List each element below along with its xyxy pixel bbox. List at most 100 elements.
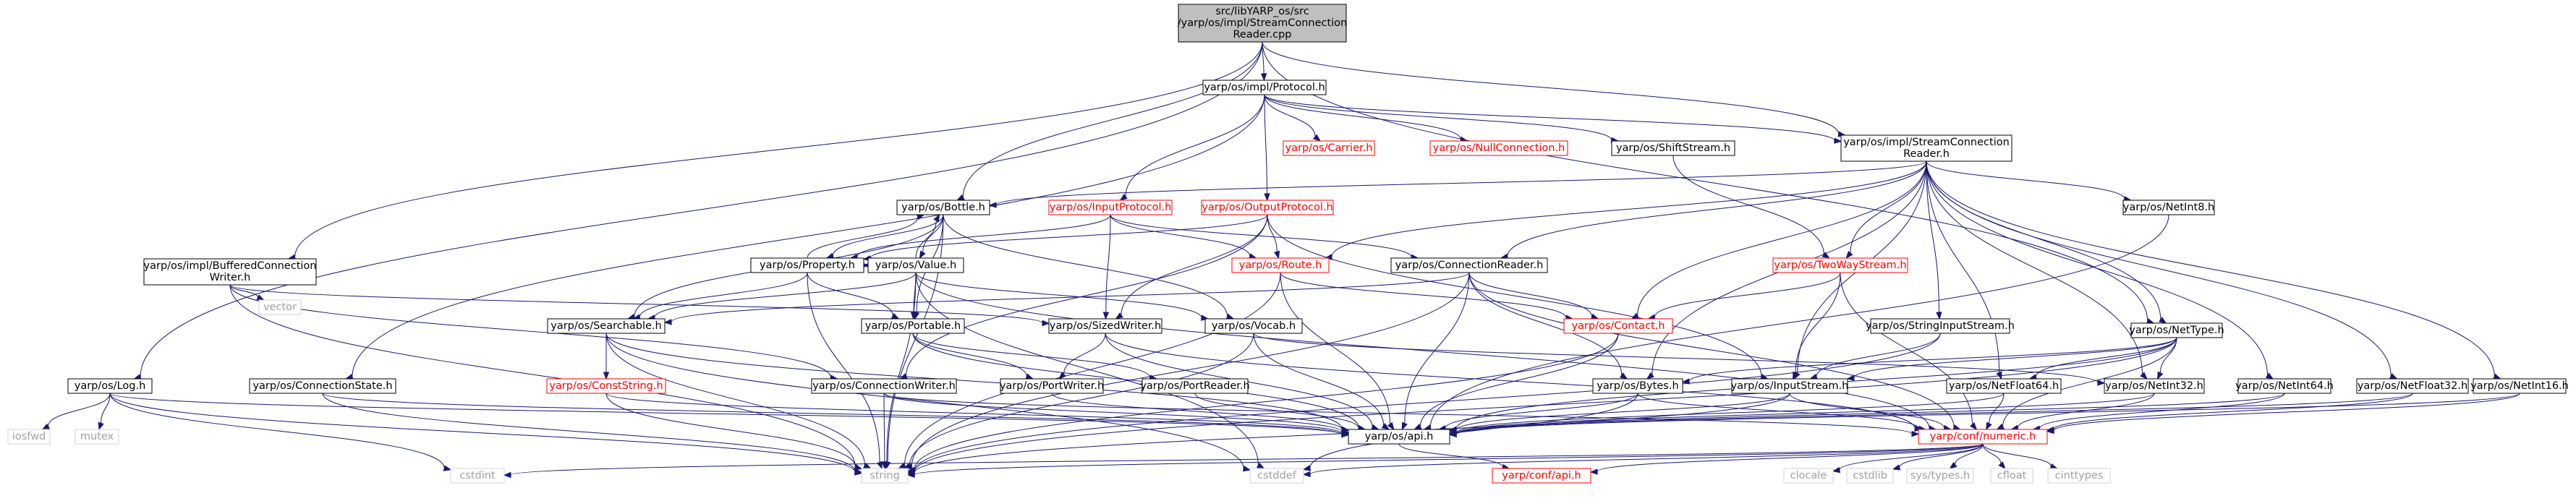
node-root[interactable]: src/libYARP_os/src/yarp/os/impl/StreamCo… [1178,4,1348,43]
node-searchable[interactable]: yarp/os/Searchable.h [547,318,666,334]
edge-line [1955,443,1984,465]
node-box [1142,378,1249,394]
node-protocol[interactable]: yarp/os/impl/Protocol.h [1202,80,1327,95]
edge-twowaystream-to-contact [1647,272,1841,320]
edge-bufwriter-to-vector [229,284,265,301]
edge-line [1253,333,2099,383]
node-label: yarp/os/impl/Protocol.h [1204,82,1325,93]
edge-line [605,333,865,466]
edge-arrowhead [2046,427,2054,434]
node-label: yarp/os/Vocab.h [1212,320,1296,332]
node-box [547,318,666,334]
node-route[interactable]: yarp/os/Route.h [1231,257,1330,273]
node-log[interactable]: yarp/os/Log.h [67,378,153,394]
edge-route-to-contact [1280,272,1574,321]
edge-arrowhead [503,471,511,479]
node-portable[interactable]: yarp/os/Portable.h [861,318,965,334]
edge-root-to-bufwriter [287,41,1263,261]
edge-arrowhead [1381,423,1390,430]
node-box [67,378,153,394]
edge-nettype-to-netfloat64 [2028,337,2177,380]
node-connwriter[interactable]: yarp/os/ConnectionWriter.h [811,378,957,394]
node-numeric[interactable]: yarp/conf/numeric.h [1918,429,2048,445]
edge-numeric-to-systypes [1949,443,1984,469]
edge-line [1110,214,1251,257]
node-netint64[interactable]: yarp/os/NetInt64.h [2235,378,2334,394]
node-inputprotocol[interactable]: yarp/os/InputProtocol.h [1048,200,1173,215]
edge-arrowhead [1619,372,1628,380]
node-vocab[interactable]: yarp/os/Vocab.h [1204,318,1303,334]
node-bytes[interactable]: yarp/os/Bytes.h [1592,378,1683,394]
nodes-layer: src/libYARP_os/src/yarp/os/impl/StreamCo… [7,4,2569,484]
node-box [143,258,317,286]
edge-line [1419,333,1619,427]
node-nullconn[interactable]: yarp/os/NullConnection.h [1429,140,1568,156]
node-netfloat64[interactable]: yarp/os/NetFloat64.h [1946,378,2062,394]
node-value[interactable]: yarp/os/Value.h [867,257,964,273]
edge-arrowhead [2097,380,2106,386]
edge-line [2039,393,2285,429]
node-connreader[interactable]: yarp/os/ConnectionReader.h [1390,257,1548,273]
node-carrier[interactable]: yarp/os/Carrier.h [1283,140,1375,156]
node-shiftstream[interactable]: yarp/os/ShiftStream.h [1611,140,1735,156]
node-label: cstddef [1257,470,1297,481]
edge-streamreader-to-twowaystream [1845,160,1927,260]
node-confapi[interactable]: yarp/conf/api.h [1492,468,1591,484]
edge-line [1597,443,1984,472]
edge-vocab-to-api [1253,333,1390,430]
node-sizedwriter[interactable]: yarp/os/SizedWriter.h [1048,318,1162,334]
edge-line [229,284,1043,324]
edge-line [909,333,1254,466]
node-label: /yarp/os/impl/StreamConnection [1178,17,1348,29]
edge-line [807,272,880,463]
node-label: yarp/conf/numeric.h [1930,431,2036,442]
node-nettype[interactable]: yarp/os/NetType.h [2129,322,2224,338]
edge-arrowhead [1590,313,1599,320]
node-bottle[interactable]: yarp/os/Bottle.h [896,200,990,215]
node-box [861,468,909,484]
node-outputprotocol[interactable]: yarp/os/OutputProtocol.h [1201,200,1334,215]
edge-line [1926,160,2161,320]
node-api[interactable]: yarp/os/api.h [1348,429,1450,445]
node-portreader[interactable]: yarp/os/PortReader.h [1140,378,1250,394]
edge-line [1688,337,2177,382]
edge-arrowhead [1025,373,1034,380]
node-label: yarp/os/ConnectionReader.h [1395,260,1544,271]
edge-line [1280,272,1390,424]
node-box [1283,140,1375,156]
node-contact[interactable]: yarp/os/Contact.h [1563,318,1673,334]
edge-searchable-to-cstddef [605,333,1251,472]
edge-numeric-to-cinttypes [1982,443,2059,470]
node-label: yarp/os/Bytes.h [1597,380,1678,392]
node-netfloat32[interactable]: yarp/os/NetFloat32.h [2356,378,2469,394]
edge-numeric-to-confapi [1589,443,1984,475]
edge-line [883,393,885,463]
node-conststring[interactable]: yarp/os/ConstString.h [546,378,666,394]
node-label: Reader.h [1903,148,1950,160]
node-netint8[interactable]: yarp/os/NetInt8.h [2122,200,2215,215]
node-stringinput[interactable]: yarp/os/StringInputStream.h [1866,318,2015,334]
node-netint16[interactable]: yarp/os/NetInt16.h [2470,378,2569,394]
node-cstdlib: cstdlib [1846,468,1894,484]
edge-arrowhead [876,461,883,470]
edge-line [943,214,1228,317]
node-portwriter[interactable]: yarp/os/PortWriter.h [1000,378,1104,394]
node-connstate[interactable]: yarp/os/ConnectionState.h [249,378,396,394]
edge-connreader-to-searchable [663,272,1470,325]
edge-numeric-to-cstdlib [1892,443,1984,471]
edge-line [2053,393,2413,430]
edge-streamreader-to-nettype [1926,160,2167,324]
edge-line [1982,443,2052,467]
node-label: string [870,470,900,481]
edge-line [1507,160,1927,257]
node-twowaystream[interactable]: yarp/os/TwoWayStream.h [1772,257,1908,273]
node-inputstream[interactable]: yarp/os/InputStream.h [1731,378,1849,394]
edge-value-to-string [883,272,917,470]
edge-line [807,272,893,316]
edge-connwriter-to-numeric [883,393,1920,437]
edge-value-to-searchable [647,272,917,321]
node-netint32[interactable]: yarp/os/NetInt32.h [2104,378,2205,394]
node-property[interactable]: yarp/os/Property.h [750,257,864,273]
